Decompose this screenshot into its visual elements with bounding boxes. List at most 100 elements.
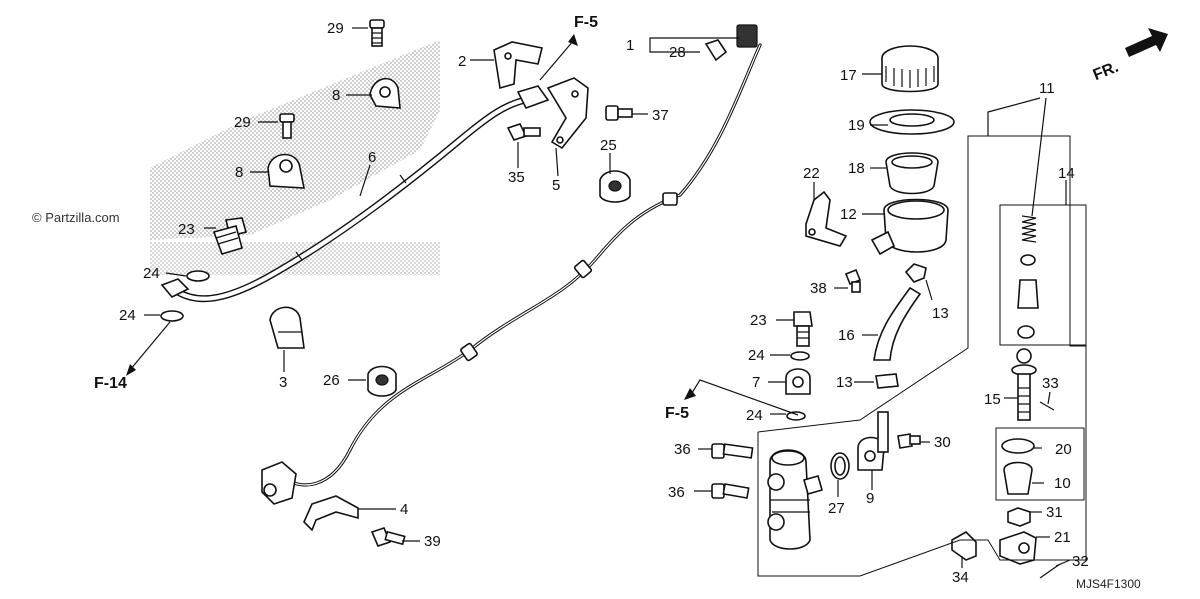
callout-17[interactable]: 17	[840, 67, 857, 84]
part-24-washer-b[interactable]	[160, 310, 184, 322]
part-23-bolt-left[interactable]	[212, 217, 247, 255]
callout-3[interactable]: 3	[279, 374, 287, 391]
callout-8-upper[interactable]: 8	[332, 87, 340, 104]
callout-13-lower[interactable]: 13	[836, 374, 853, 391]
part-38-screw[interactable]	[844, 268, 862, 293]
part-15-rod[interactable]	[1011, 348, 1037, 421]
part-34-clip[interactable]	[951, 531, 977, 561]
callout-20[interactable]: 20	[1055, 441, 1072, 458]
part-25-grommet[interactable]	[599, 170, 631, 203]
part-24-washer-d[interactable]	[786, 411, 806, 421]
part-23-bolt-middle[interactable]	[793, 311, 813, 347]
part-29-bolt[interactable]	[369, 19, 385, 47]
part-35-bolt[interactable]	[506, 123, 541, 141]
part-13-clip-upper[interactable]	[904, 263, 927, 283]
callout-11[interactable]: 11	[1039, 80, 1055, 97]
part-4-bracket[interactable]	[303, 495, 359, 532]
ref-f5-top[interactable]: F-5	[574, 14, 598, 31]
callout-19[interactable]: 19	[848, 117, 865, 134]
part-16-tube[interactable]	[873, 286, 922, 361]
callout-7[interactable]: 7	[752, 374, 760, 391]
callout-37[interactable]: 37	[652, 107, 669, 124]
part-5-plate[interactable]	[546, 77, 589, 150]
callout-30[interactable]: 30	[934, 434, 951, 451]
brake-switch[interactable]	[261, 461, 297, 505]
brake-hose-6[interactable]	[160, 85, 550, 303]
part-13-clip-lower[interactable]	[875, 373, 899, 389]
callout-24-d[interactable]: 24	[746, 407, 763, 424]
part-7-joint[interactable]	[785, 368, 811, 395]
part-10-boot[interactable]	[1003, 461, 1033, 495]
callout-33[interactable]: 33	[1042, 375, 1059, 392]
part-26-grommet[interactable]	[367, 365, 397, 397]
callout-5[interactable]: 5	[552, 177, 560, 194]
switch-cable[interactable]	[283, 24, 762, 487]
callout-34[interactable]: 34	[952, 569, 969, 586]
part-17-cap[interactable]	[881, 45, 939, 93]
part-12-reservoir[interactable]	[870, 198, 949, 256]
part-36-bolt-a[interactable]	[711, 443, 754, 459]
callout-26[interactable]: 26	[323, 372, 340, 389]
callout-14[interactable]: 14	[1058, 165, 1075, 182]
part-14-kit-pieces[interactable]	[1017, 254, 1039, 339]
part-37-bolt[interactable]	[605, 105, 633, 121]
callout-25[interactable]: 25	[600, 137, 617, 154]
ref-f5-mid[interactable]: F-5	[665, 405, 689, 422]
part-30-bolt[interactable]	[897, 433, 921, 449]
part-24-washer-a[interactable]	[186, 270, 210, 282]
callout-27[interactable]: 27	[828, 500, 845, 517]
part-8-clamp-lower[interactable]	[267, 153, 305, 189]
part-24-washer-c[interactable]	[790, 351, 810, 361]
part-11-spring[interactable]	[1021, 215, 1037, 243]
part-28-clip[interactable]	[704, 39, 728, 62]
part-36-bolt-b[interactable]	[711, 483, 750, 499]
master-cylinder[interactable]	[767, 449, 823, 550]
part-29-bolt-lower[interactable]	[279, 113, 295, 139]
part-19-plate[interactable]	[869, 109, 955, 135]
part-21-clevis[interactable]	[999, 531, 1037, 565]
callout-9[interactable]: 9	[866, 490, 874, 507]
part-33-pin[interactable]	[1039, 401, 1055, 411]
callout-23-left[interactable]: 23	[178, 221, 195, 238]
ref-f14[interactable]: F-14	[94, 375, 127, 392]
callout-22[interactable]: 22	[803, 165, 820, 182]
part-3-clamp[interactable]	[269, 306, 305, 349]
callout-23-mid[interactable]: 23	[750, 312, 767, 329]
callout-1[interactable]: 1	[626, 37, 634, 54]
callout-24-c[interactable]: 24	[748, 347, 765, 364]
part-18-diaphragm[interactable]	[885, 152, 939, 195]
callout-6[interactable]: 6	[368, 149, 376, 166]
callout-39[interactable]: 39	[424, 533, 441, 550]
part-22-bracket[interactable]	[805, 190, 848, 247]
callout-24-b[interactable]: 24	[119, 307, 136, 324]
part-27-oring[interactable]	[830, 452, 850, 480]
callout-32[interactable]: 32	[1072, 553, 1089, 570]
callout-15[interactable]: 15	[984, 391, 1001, 408]
callout-2[interactable]: 2	[458, 53, 466, 70]
callout-13-upper[interactable]: 13	[932, 305, 949, 322]
callout-36-a[interactable]: 36	[674, 441, 691, 458]
callout-10[interactable]: 10	[1054, 475, 1071, 492]
part-31-nut[interactable]	[1007, 507, 1031, 527]
callout-24-a[interactable]: 24	[143, 265, 160, 282]
callout-38[interactable]: 38	[810, 280, 827, 297]
part-8-clamp-upper[interactable]	[369, 77, 401, 109]
part-39-bolt[interactable]	[370, 527, 406, 547]
part-9-joint[interactable]	[857, 411, 889, 471]
callout-8-lower[interactable]: 8	[235, 164, 243, 181]
callout-36-b[interactable]: 36	[668, 484, 685, 501]
callout-35[interactable]: 35	[508, 169, 525, 186]
callout-29-upper[interactable]: 29	[327, 20, 344, 37]
callout-16[interactable]: 16	[838, 327, 855, 344]
callout-28[interactable]: 28	[669, 44, 686, 61]
callout-18[interactable]: 18	[848, 160, 865, 177]
part-20-ring[interactable]	[1001, 438, 1035, 454]
callout-12[interactable]: 12	[840, 206, 857, 223]
part-2-bracket[interactable]	[493, 41, 543, 90]
callout-21[interactable]: 21	[1054, 529, 1071, 546]
callout-29-lower[interactable]: 29	[234, 114, 251, 131]
callout-31[interactable]: 31	[1046, 504, 1063, 521]
callout-4[interactable]: 4	[400, 501, 408, 518]
assembly-outline	[757, 135, 1087, 577]
